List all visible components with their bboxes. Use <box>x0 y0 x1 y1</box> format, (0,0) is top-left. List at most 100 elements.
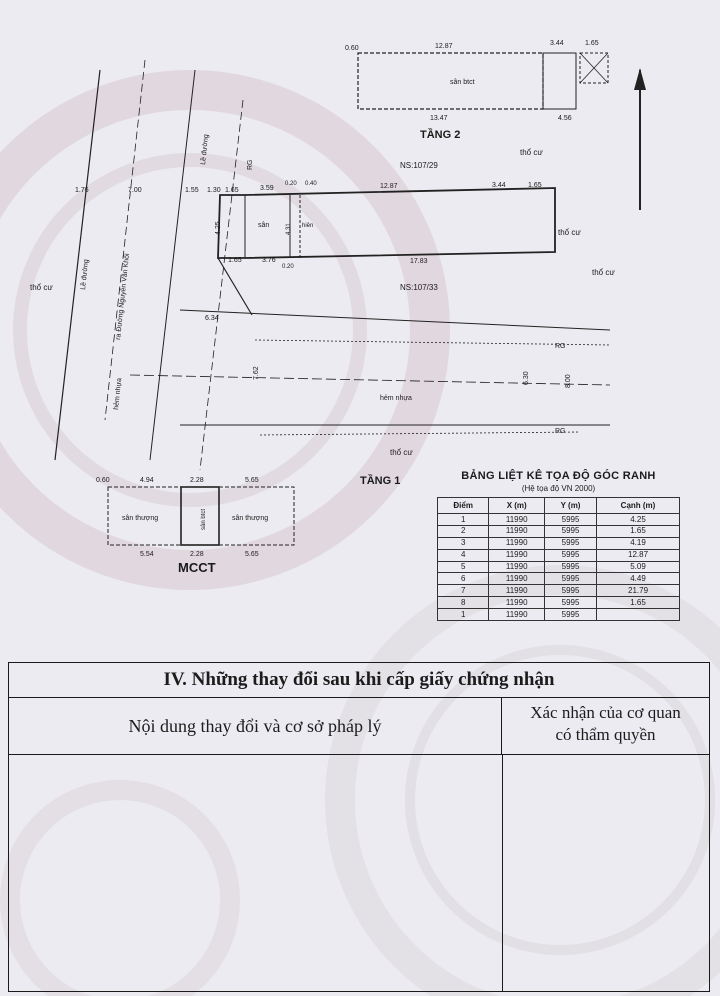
coord-header-x: X (m) <box>488 496 546 515</box>
cell: 5995 <box>544 513 598 527</box>
cell: 11990 <box>488 525 546 538</box>
changes-content-header: Nội dung thay đổi và cơ sở pháp lý <box>9 698 502 755</box>
cell: 5995 <box>544 560 598 574</box>
road-dim-5: 6.34 <box>205 315 219 322</box>
cell: 1.65 <box>596 525 680 538</box>
alley-label: hẻm nhựa <box>380 395 412 402</box>
floor1-dim-bottom-4: 17.83 <box>410 258 428 265</box>
cell: 4.49 <box>596 572 680 586</box>
cell: 11990 <box>488 608 546 621</box>
ns-top-label: NS:107/29 <box>400 161 438 170</box>
neighbor-left: thổ cư <box>30 283 53 292</box>
floor1-dim-top-2: 1.65 <box>225 187 239 194</box>
floor1-dim-bottom-2: 3.76 <box>262 257 276 264</box>
floor1-dim-side-1: 4.25 <box>215 221 222 235</box>
cell: 4 <box>436 548 490 562</box>
mcct-title: MCCT <box>178 560 216 575</box>
neighbor-bottom: thổ cư <box>390 448 413 457</box>
floor2-title: TẦNG 2 <box>420 128 460 141</box>
cell: 5995 <box>544 548 598 562</box>
road-name: ra Đường Nguyễn Văn Khối <box>113 253 131 341</box>
cell: 5995 <box>544 596 598 610</box>
floor2-dim-top-3: 3.44 <box>550 40 564 47</box>
cell: 1 <box>436 513 490 527</box>
cell: 2 <box>436 525 490 538</box>
cell: 8 <box>436 596 490 610</box>
floor1-dim-top-8: 1.65 <box>528 182 542 189</box>
cell: 11990 <box>488 548 546 562</box>
north-arrow-icon <box>634 68 646 210</box>
floor2-dim-top-4: 1.65 <box>585 40 599 47</box>
mcct-dim-bottom-3: 5.65 <box>245 551 259 558</box>
floor1-hien-label: hiên <box>302 223 313 229</box>
confirm-line-2: có thẩm quyền <box>555 725 656 744</box>
mcct-san-thuong-1: sân thượng <box>122 515 158 522</box>
cell: 11990 <box>488 560 546 574</box>
alley-label-left: hẻm nhựa <box>113 378 123 411</box>
road-dim-1: 1.76 <box>75 187 89 194</box>
floor1-dim-top-7: 3.44 <box>492 182 506 189</box>
floor1-dim-top-4: 0.20 <box>285 181 297 187</box>
changes-confirm-header: Xác nhận của cơ quan có thẩm quyền <box>502 698 709 755</box>
rg-label-2: RG <box>555 428 566 435</box>
cell: 11990 <box>488 536 546 550</box>
mcct-dim-bottom-1: 5.54 <box>140 551 154 558</box>
mcct-dim-top-1: 0.60 <box>96 477 110 484</box>
neighbor-top: thổ cư <box>520 148 543 157</box>
cell: 11990 <box>488 584 546 598</box>
cell: 11990 <box>488 513 546 527</box>
floor1-plan: sân hiên NS:107/29 NS:107/33 hẻm nhựa hẻ… <box>30 148 615 487</box>
cell: 5995 <box>544 572 598 586</box>
coord-header-point: Điểm <box>436 496 490 515</box>
changes-section: IV. Những thay đổi sau khi cấp giấy chứn… <box>8 662 710 992</box>
rg-label-3: RG <box>247 160 254 171</box>
road-dim-8: 8.00 <box>565 374 572 388</box>
cell: 6 <box>436 572 490 586</box>
mcct-dim-top-2: 4.94 <box>140 477 154 484</box>
floor1-san-label: sân <box>258 222 269 229</box>
cell: 11990 <box>488 572 546 586</box>
mcct-dim-top-4: 5.65 <box>245 477 259 484</box>
floor2-dim-bottom-2: 4.56 <box>558 115 572 122</box>
cell: 4.19 <box>596 536 680 550</box>
cell <box>596 608 680 621</box>
floor2-dim-top-1: 0.60 <box>345 45 359 52</box>
road-area: ra Đường Nguyễn Văn Khối Lề đường Lề đườ… <box>54 59 244 471</box>
road-dim-7: 6.30 <box>523 371 530 385</box>
land-plan-drawing: 0.60 12.87 3.44 1.65 13.47 4.56 sân btct… <box>30 40 646 575</box>
floor2-plan: 0.60 12.87 3.44 1.65 13.47 4.56 sân btct… <box>345 40 609 141</box>
mcct-dim-bottom-2: 2.28 <box>190 551 204 558</box>
road-dim-3: 1.55 <box>185 187 199 194</box>
confirm-line-1: Xác nhận của cơ quan <box>530 703 681 722</box>
cell: 5995 <box>544 536 598 550</box>
cell: 5995 <box>544 608 598 621</box>
floor2-san-label: sân btct <box>450 79 475 86</box>
mcct-dim-top-3: 2.28 <box>190 477 204 484</box>
rg-label-1: RG <box>555 343 566 350</box>
road-dim-6: 7.62 <box>253 366 260 380</box>
cell: 3 <box>436 536 490 550</box>
coord-header-y: Y (m) <box>544 496 598 515</box>
ns-bottom-label: NS:107/33 <box>400 283 438 292</box>
cell: 11990 <box>488 596 546 610</box>
cell: 7 <box>436 584 490 598</box>
floor2-dim-top-2: 12.87 <box>435 43 453 50</box>
floor1-dim-top-3: 3.59 <box>260 185 274 192</box>
cell: 1.65 <box>596 596 680 610</box>
cell: 5 <box>436 560 490 574</box>
floor1-dim-top-1: 1.30 <box>207 187 221 194</box>
road-dim-2: 7.00 <box>128 187 142 194</box>
cell: 5995 <box>544 584 598 598</box>
coord-table-title: BẢNG LIỆT KÊ TỌA ĐỘ GÓC RANH <box>461 470 656 482</box>
road-edge-left: Lề đường <box>78 259 90 291</box>
floor1-dim-top-5: 0.40 <box>305 181 317 187</box>
